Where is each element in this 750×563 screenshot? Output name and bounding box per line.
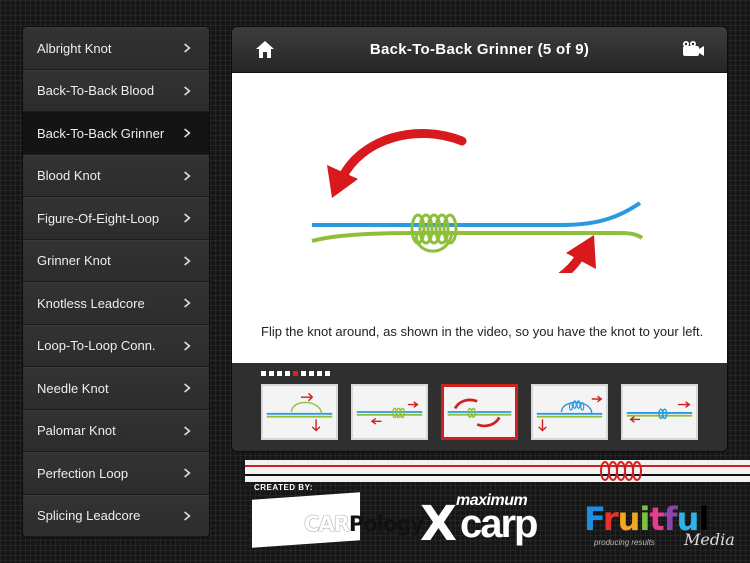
chevron-right-icon [181,297,193,309]
chevron-right-icon [181,255,193,267]
fruitful-media-logo: Fruitful producing results Media [584,500,735,549]
step-pager [261,371,330,376]
sidebar-item-label: Needle Knot [37,380,109,396]
rotate-arrow-bottom [557,248,587,273]
step-thumbnail-bar [232,363,727,451]
sidebar-item-label: Palomar Knot [37,423,116,439]
sidebar-item[interactable]: Palomar Knot [23,409,209,452]
chevron-right-icon [181,42,193,54]
carpology-logo: CARPology [252,492,424,548]
rotate-arrow-top [337,129,467,183]
chevron-right-icon [181,212,193,224]
pager-dot [285,371,290,376]
sidebar-item[interactable]: Perfection Loop [23,452,209,495]
step-thumbnail[interactable] [351,384,428,440]
step-thumbnail[interactable] [621,384,698,440]
pager-dot [261,371,266,376]
chevron-right-icon [181,382,193,394]
rotate-arrow-top-head [327,165,358,198]
sidebar-item-label: Splicing Leadcore [37,508,141,524]
sidebar-item[interactable]: Needle Knot [23,367,209,410]
sidebar-item-label: Albright Knot [37,40,112,56]
maximum-carp-logo: X maximum carp [420,492,538,552]
step-thumbnail[interactable] [531,384,608,440]
sidebar-item-label: Blood Knot [37,168,101,184]
rotate-arrow-bottom-head [566,235,596,269]
rope-banner [245,460,750,482]
chevron-right-icon [181,85,193,97]
sidebar-item-label: Loop-To-Loop Conn. [37,338,156,354]
pager-dot [277,371,282,376]
knot-loop [415,232,454,253]
chevron-right-icon [181,467,193,479]
knot-coils [410,213,458,245]
pager-dot [309,371,314,376]
knot-diagram [311,129,644,273]
knot-illustration-area: Flip the knot around, as shown in the vi… [232,73,727,363]
blue-line [312,201,642,227]
step-instruction: Flip the knot around, as shown in the vi… [261,324,704,339]
sidebar-item[interactable]: Albright Knot [23,27,209,70]
step-thumbnail[interactable] [441,384,518,440]
sidebar-item[interactable]: Back-To-Back Blood [23,69,209,112]
pager-dot [325,371,330,376]
home-icon[interactable] [254,39,276,61]
chevron-right-icon [181,170,193,182]
chevron-right-icon [181,425,193,437]
sidebar-item[interactable]: Splicing Leadcore [23,494,209,537]
sidebar-item[interactable]: Grinner Knot [23,239,209,282]
chevron-right-icon [181,510,193,522]
knot-detail-panel: Back-To-Back Grinner (5 of 9) [232,27,727,451]
sidebar-item[interactable]: Loop-To-Loop Conn. [23,324,209,367]
sidebar-item-label: Perfection Loop [37,465,129,481]
sidebar-item[interactable]: Blood Knot [23,154,209,197]
chevron-right-icon [181,340,193,352]
sidebar-item[interactable]: Figure-Of-Eight-Loop [23,197,209,240]
step-thumbnail[interactable] [261,384,338,440]
page-title: Back-To-Back Grinner (5 of 9) [369,41,590,58]
sidebar-item-label: Knotless Leadcore [37,295,145,311]
video-camera-icon[interactable] [679,40,705,60]
sidebar-item[interactable]: Back-To-Back Grinner [23,112,209,155]
pager-dot [317,371,322,376]
sidebar-item[interactable]: Knotless Leadcore [23,282,209,325]
sidebar-item-label: Grinner Knot [37,253,111,269]
pager-dot [301,371,306,376]
green-line [311,231,644,243]
sidebar-item-label: Back-To-Back Grinner [37,125,165,141]
pager-dot [293,371,298,376]
created-by-label: CREATED BY: [254,483,313,492]
pager-dot [269,371,274,376]
chevron-right-icon [181,127,193,139]
sidebar-item-label: Back-To-Back Blood [37,83,155,99]
panel-header: Back-To-Back Grinner (5 of 9) [232,27,727,73]
thumbnail-strip [261,384,698,440]
sidebar-item-label: Figure-Of-Eight-Loop [37,210,160,226]
